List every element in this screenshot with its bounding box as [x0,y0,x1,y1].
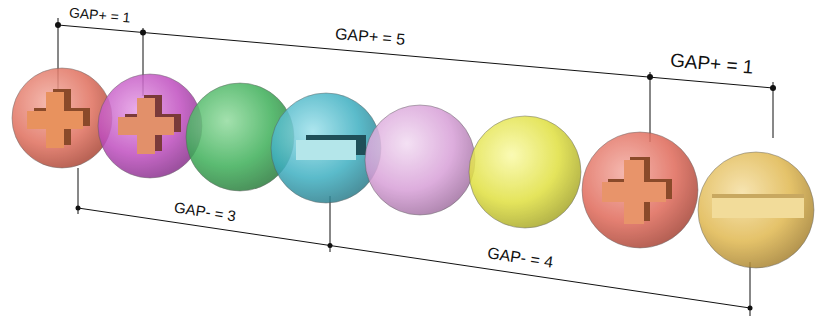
plus-face [118,98,174,154]
plus-face [602,160,666,224]
dimension-dot [328,243,333,248]
dimension-dot [770,85,776,91]
dimension-label: GAP- = 4 [484,244,556,273]
extension-line [650,72,651,142]
dimension-dot [748,306,753,311]
dimension-dot [76,206,81,211]
dimension-label: GAP+ = 5 [332,25,408,50]
dimension-dot [55,22,61,28]
minus-symbol [712,194,804,218]
magenta-sphere [98,74,202,178]
spheres [12,68,814,268]
dimension-label: GAP+ = 1 [667,49,756,78]
red-sphere [12,68,112,168]
plus-face [27,92,83,148]
minus-face [296,140,356,160]
pink-sphere [365,105,475,215]
yellow-sphere [469,116,581,228]
dimension-label: GAP+ = 1 [67,4,134,26]
dimension-dot [647,74,653,80]
dimension-label: GAP- = 3 [171,199,239,226]
orange-sphere [698,152,814,268]
minus-symbol [296,135,366,160]
cyan-sphere [271,93,381,203]
plus-symbol [118,95,181,154]
plus-symbol [602,157,672,224]
dimension-dots [55,22,776,311]
dimension-lines [58,18,773,316]
red-sphere [582,132,698,248]
dimension-dot [140,30,146,36]
plus-symbol [27,89,90,148]
minus-face [712,198,804,218]
